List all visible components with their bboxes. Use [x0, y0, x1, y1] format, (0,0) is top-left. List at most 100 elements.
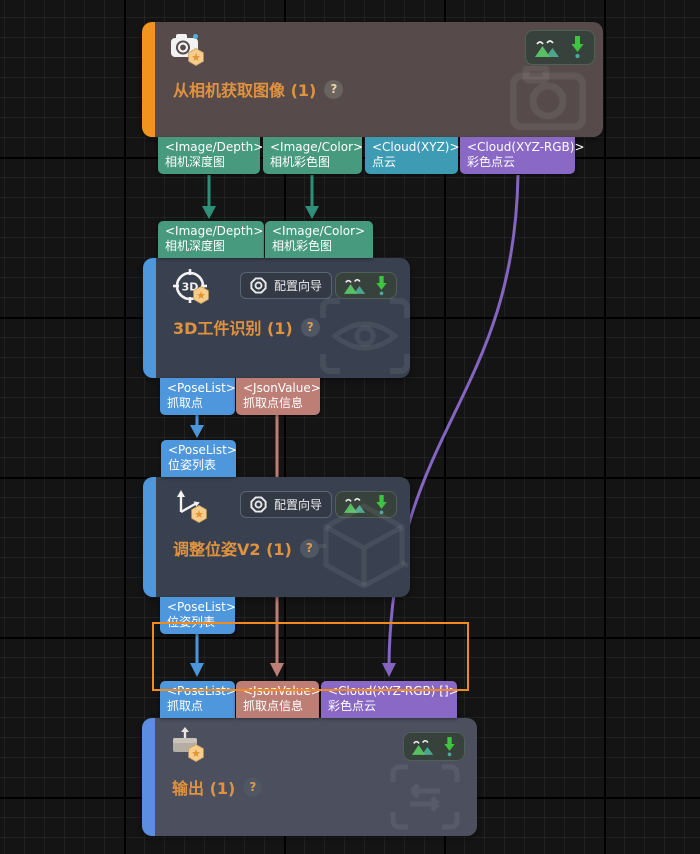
- node-accent-bar: [143, 477, 156, 597]
- landscape-icon: [344, 279, 366, 294]
- node-title-row: 3D工件识别 (1) ?: [173, 315, 320, 339]
- port-label: 抓取点: [167, 699, 204, 713]
- port-camera-cloud-output[interactable]: <Cloud(XYZ)> 点云: [365, 137, 460, 174]
- port-camera-cloudrgb-output[interactable]: <Cloud(XYZ-RGB)> 彩色点云: [460, 137, 585, 174]
- landscape-icon: [412, 740, 434, 755]
- download-arrow-icon: [376, 494, 387, 514]
- help-badge[interactable]: ?: [243, 777, 263, 797]
- port-type: <Cloud(XYZ-RGB)>: [467, 140, 585, 154]
- step-output-button[interactable]: [375, 275, 388, 296]
- port-output-info-input[interactable]: <JsonValue> 抓取点信息: [236, 681, 321, 718]
- port-type: <PoseList>: [167, 381, 236, 395]
- port-output-cloudrgb-input[interactable]: <Cloud(XYZ-RGB) []> 彩色点云: [321, 681, 459, 718]
- port-label: 相机彩色图: [272, 239, 333, 253]
- star-badge-icon: ★: [188, 48, 204, 66]
- node-title: 3D工件识别 (1): [173, 319, 293, 338]
- node-accent-bar: [143, 258, 156, 378]
- download-arrow-icon: [444, 736, 455, 756]
- node-capture-from-camera[interactable]: ★: [142, 22, 603, 137]
- port-label: 抓取点: [167, 396, 204, 410]
- config-wizard-label: 配置向导: [274, 279, 323, 293]
- pose-axes-icon: [177, 490, 200, 514]
- gear-icon: [250, 277, 267, 294]
- port-recognition-color-input[interactable]: <Image/Color> 相机彩色图: [265, 221, 373, 258]
- port-type: <PoseList>: [167, 684, 236, 698]
- help-badge[interactable]: ?: [299, 538, 319, 558]
- port-adjust-poses-input[interactable]: <PoseList> 位姿列表: [161, 440, 237, 477]
- landscape-preview-button[interactable]: [344, 277, 367, 294]
- landscape-icon: [535, 40, 559, 57]
- node-title-row: 调整位姿V2 (1) ?: [173, 536, 319, 560]
- visual-output-button-group: [403, 732, 465, 761]
- download-arrow-icon: [376, 275, 387, 295]
- config-wizard-button[interactable]: 配置向导: [240, 272, 333, 299]
- help-badge[interactable]: ?: [324, 79, 344, 99]
- landscape-preview-button[interactable]: [535, 38, 561, 57]
- node-title: 从相机获取图像 (1): [173, 81, 317, 100]
- port-label: 彩色点云: [467, 155, 516, 169]
- node-accent-bar: [142, 718, 155, 836]
- exchange-ghost-icon: [390, 764, 460, 830]
- landscape-icon: [344, 498, 366, 513]
- svg-text:★: ★: [191, 747, 201, 760]
- node-output[interactable]: ★: [142, 718, 477, 836]
- download-arrow-icon: [571, 36, 584, 59]
- step-output-button[interactable]: [443, 736, 456, 757]
- port-label: 彩色点云: [328, 699, 377, 713]
- config-wizard-button[interactable]: 配置向导: [240, 491, 333, 518]
- port-type: <Cloud(XYZ-RGB) []>: [328, 684, 459, 698]
- port-type: <JsonValue>: [243, 684, 321, 698]
- node-title-row: 从相机获取图像 (1) ?: [173, 77, 344, 101]
- port-label: 点云: [372, 155, 397, 169]
- port-type: <Image/Depth>: [165, 140, 264, 154]
- port-camera-color-output[interactable]: <Image/Color> 相机彩色图: [263, 137, 364, 174]
- step-output-button[interactable]: [570, 36, 585, 59]
- gear-icon: [250, 496, 267, 513]
- port-type: <Image/Depth>: [165, 224, 264, 238]
- wire-depth-arrowhead: [202, 206, 216, 219]
- wire-color-arrowhead: [305, 206, 319, 219]
- step-output-button[interactable]: [375, 494, 388, 515]
- port-recognition-poses-output[interactable]: <PoseList> 抓取点: [160, 378, 236, 415]
- port-recognition-info-output[interactable]: <JsonValue> 抓取点信息: [236, 378, 321, 415]
- svg-text:★: ★: [196, 289, 206, 302]
- node-title: 调整位姿V2 (1): [173, 540, 292, 559]
- selection-rectangle: [152, 622, 469, 691]
- port-label: 相机深度图: [165, 239, 226, 253]
- camera-icon: [171, 34, 198, 57]
- config-wizard-label: 配置向导: [274, 498, 323, 512]
- port-recognition-depth-input[interactable]: <Image/Depth> 相机深度图: [158, 221, 264, 258]
- landscape-preview-button[interactable]: [344, 496, 367, 513]
- svg-text:★: ★: [191, 51, 201, 64]
- cube-ghost-icon: [319, 503, 410, 589]
- port-type: <Image/Color>: [272, 224, 366, 238]
- port-type: <Cloud(XYZ)>: [372, 140, 460, 154]
- star-badge-icon: ★: [193, 286, 209, 304]
- port-label: 抓取点信息: [243, 396, 304, 410]
- port-type: <PoseList>: [168, 443, 237, 457]
- node-adjust-poses[interactable]: ★ 配置向导: [143, 477, 410, 597]
- node-accent-bar: [142, 22, 155, 137]
- node-3d-recognition[interactable]: 3D ★ 配置向导: [143, 258, 410, 378]
- wire-poses-to-adjust-arrowhead: [190, 425, 204, 438]
- eye-ghost-icon: [320, 298, 410, 374]
- node-title: 输出 (1): [172, 779, 236, 798]
- svg-text:★: ★: [194, 508, 204, 521]
- port-label: 相机彩色图: [270, 155, 331, 169]
- port-label: 相机深度图: [165, 155, 226, 169]
- star-badge-icon: ★: [191, 505, 207, 523]
- port-type: <JsonValue>: [243, 381, 321, 395]
- help-badge[interactable]: ?: [300, 317, 320, 337]
- port-type: <Image/Color>: [270, 140, 364, 154]
- visual-output-button-group: [525, 30, 595, 65]
- visual-output-button-group: [335, 491, 397, 518]
- landscape-preview-button[interactable]: [412, 738, 435, 755]
- visual-output-button-group: [335, 272, 397, 299]
- camera-ghost-icon: [510, 66, 586, 130]
- port-camera-depth-output[interactable]: <Image/Depth> 相机深度图: [158, 137, 264, 174]
- port-type: <PoseList>: [167, 600, 236, 614]
- node-title-row: 输出 (1) ?: [172, 775, 263, 799]
- port-output-poses-input[interactable]: <PoseList> 抓取点: [160, 681, 236, 718]
- port-label: 位姿列表: [168, 458, 217, 472]
